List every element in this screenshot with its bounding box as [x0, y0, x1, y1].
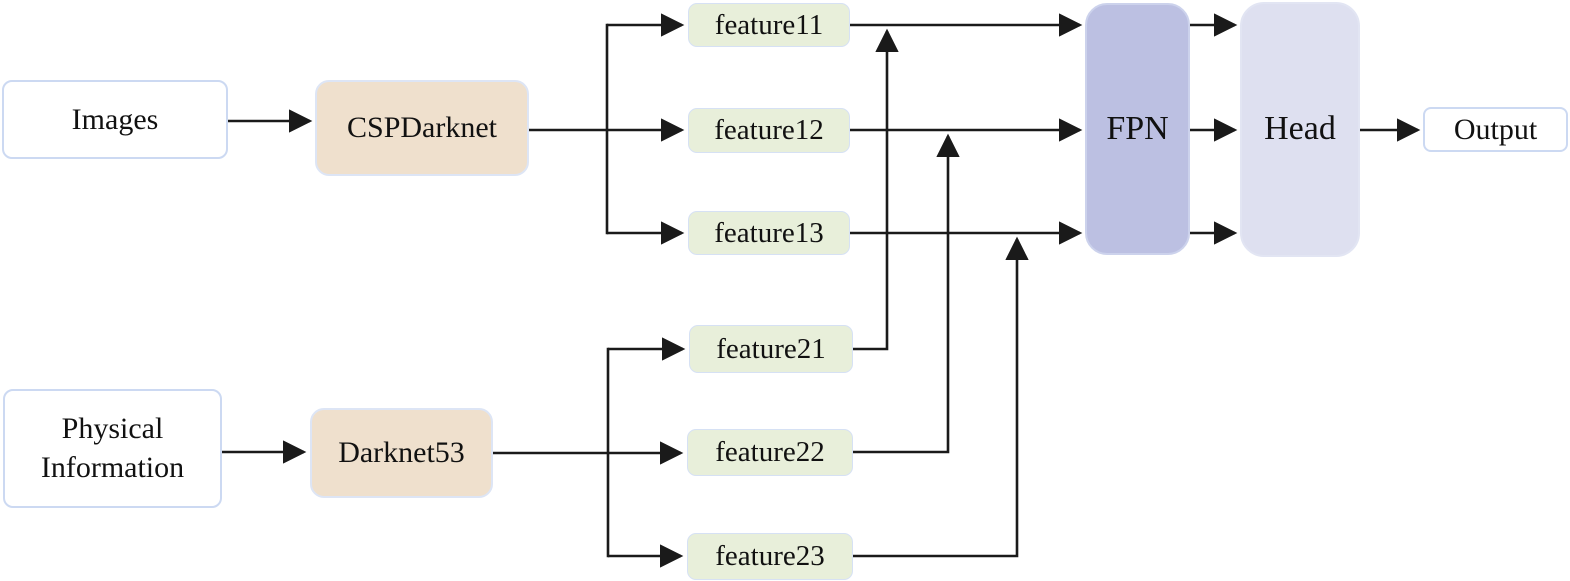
- node-feature11-label: feature11: [714, 8, 824, 41]
- node-feature22: feature22: [687, 429, 853, 476]
- node-feature13: feature13: [688, 211, 850, 255]
- node-images-label: Images: [71, 102, 159, 136]
- node-physical-line1: Physical: [61, 412, 164, 446]
- node-feature21-label: feature21: [716, 332, 826, 365]
- node-feature22-label: feature22: [715, 436, 825, 469]
- node-darknet53-label: Darknet53: [338, 436, 465, 469]
- node-cspdarknet: CSPDarknet: [315, 80, 529, 176]
- node-feature21: feature21: [689, 325, 853, 373]
- node-images: Images: [2, 80, 228, 159]
- node-physical-line2: Information: [40, 450, 185, 484]
- node-physical-information: Physical Information: [3, 389, 222, 508]
- node-feature11: feature11: [688, 3, 850, 47]
- node-output: Output: [1423, 107, 1568, 152]
- node-fpn-label: FPN: [1106, 109, 1169, 147]
- node-feature23: feature23: [687, 533, 853, 580]
- node-output-label: Output: [1453, 112, 1538, 146]
- node-head: Head: [1240, 2, 1360, 257]
- node-darknet53: Darknet53: [310, 408, 493, 498]
- node-cspdarknet-label: CSPDarknet: [347, 111, 497, 144]
- node-fpn: FPN: [1085, 3, 1190, 255]
- node-feature12-label: feature12: [714, 114, 824, 147]
- node-feature13-label: feature13: [714, 216, 824, 249]
- node-feature12: feature12: [688, 108, 850, 153]
- node-head-label: Head: [1264, 110, 1336, 148]
- node-feature23-label: feature23: [715, 540, 825, 573]
